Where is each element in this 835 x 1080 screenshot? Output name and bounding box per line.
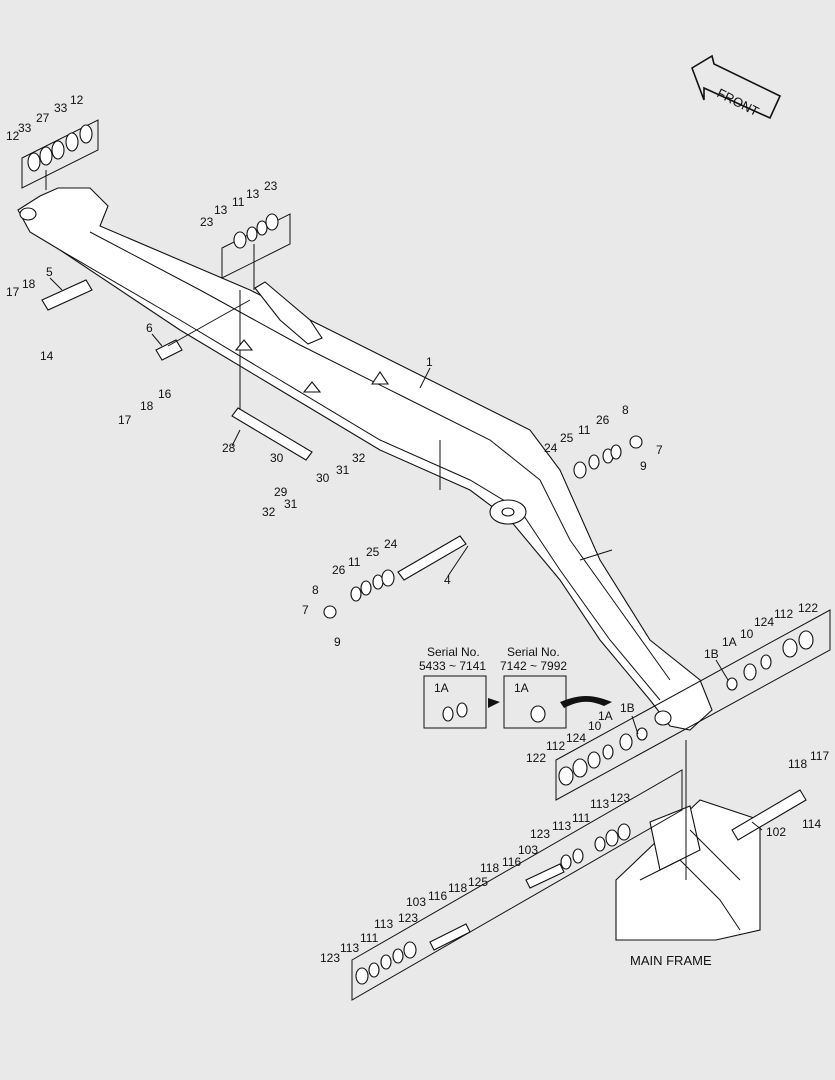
callout: 13 [246,187,260,201]
callout: 5 [46,265,53,279]
serial-heading-1: Serial No. [427,645,480,659]
serial-swoosh-arrow [560,696,612,708]
callout: 23 [200,215,214,229]
callout: 1B [620,701,635,715]
serial-heading-2: Serial No. [507,645,560,659]
callout: 111 [572,811,591,825]
callout: 26 [332,563,346,577]
serial-range-1: 5433 ~ 7141 [419,659,486,673]
callout: 30 [316,471,330,485]
callout: 6 [146,321,153,335]
callout: 112 [774,607,793,621]
callout: 11 [232,195,245,209]
callout: 31 [284,497,298,511]
washer-panel-top-mid [221,213,291,290]
serial-part-1: 1A [434,681,449,695]
callout: 114 [802,817,821,831]
callout: 13 [214,203,228,217]
callout: 14 [40,349,54,363]
callout: 103 [518,843,538,857]
callout: 11 [578,423,591,437]
callout: 118 [788,757,807,771]
serial-arrow [488,698,500,708]
serial-part-2: 1A [514,681,529,695]
callout: 30 [270,451,284,465]
callout: 116 [502,855,521,869]
callout: 122 [526,751,546,765]
callout: 7 [302,603,309,617]
washer-panel-top-left [21,119,99,190]
serial-box-1: Serial No. 5433 ~ 7141 1A [419,645,487,729]
callout: 17 [118,413,132,427]
front-label: FRONT [715,85,762,119]
callout: 118 [448,881,467,895]
callout: 33 [18,121,32,135]
callout: 1B [704,647,719,661]
callout: 113 [374,917,393,931]
callout: 23 [264,179,278,193]
callout: 102 [766,825,786,839]
callout: 113 [590,797,609,811]
callout: 123 [610,791,630,805]
callout: 1A [598,709,613,723]
ring-stacks [323,435,814,985]
callout: 12 [70,93,84,107]
callout: 10 [740,627,754,641]
callout: 9 [640,459,647,473]
callout: 123 [530,827,550,841]
callout: 118 [480,861,499,875]
callout: 112 [546,739,565,753]
callout: 8 [622,403,629,417]
callout: 18 [140,399,154,413]
callouts: 12 33 27 33 12 23 13 11 13 23 5 17 18 14… [6,93,829,965]
callout: 116 [428,889,447,903]
pins [41,279,807,951]
callout: 10 [588,719,602,733]
front-arrow: FRONT [691,54,782,120]
callout: 24 [384,537,398,551]
serial-range-2: 7142 ~ 7992 [500,659,567,673]
callout: 111 [360,931,379,945]
callout: 113 [340,941,359,955]
callout: 18 [22,277,36,291]
serial-box-2: Serial No. 7142 ~ 7992 1A [500,645,567,729]
callout: 113 [552,819,571,833]
callout: 125 [468,875,488,889]
callout: 26 [596,413,610,427]
callout: 33 [54,101,68,115]
callout: 9 [334,635,341,649]
callout: 8 [312,583,319,597]
callout: 1 [426,355,433,369]
callout: 123 [320,951,340,965]
callout: 32 [262,505,276,519]
main-frame-label: MAIN FRAME [630,953,712,968]
callout: 7 [656,443,663,457]
callout: 124 [566,731,586,745]
callout: 17 [6,285,20,299]
leader-lines [49,277,763,831]
callout: 12 [6,129,20,143]
callout: 24 [544,441,558,455]
callout: 117 [810,749,829,763]
callout: 25 [366,545,380,559]
callout: 31 [336,463,350,477]
callout: 123 [398,911,418,925]
callout: 4 [444,573,451,587]
callout: 124 [754,615,774,629]
callout: 103 [406,895,426,909]
callout: 16 [158,387,172,401]
callout: 25 [560,431,574,445]
washer-panel-lower-right [555,609,831,880]
callout: 11 [348,555,361,569]
callout: 122 [798,601,818,615]
main-frame: MAIN FRAME [615,799,761,968]
callout: 1A [722,635,737,649]
callout: 29 [274,485,288,499]
callout: 32 [352,451,366,465]
callout: 27 [36,111,50,125]
washer-panel-bottom [351,769,683,1001]
